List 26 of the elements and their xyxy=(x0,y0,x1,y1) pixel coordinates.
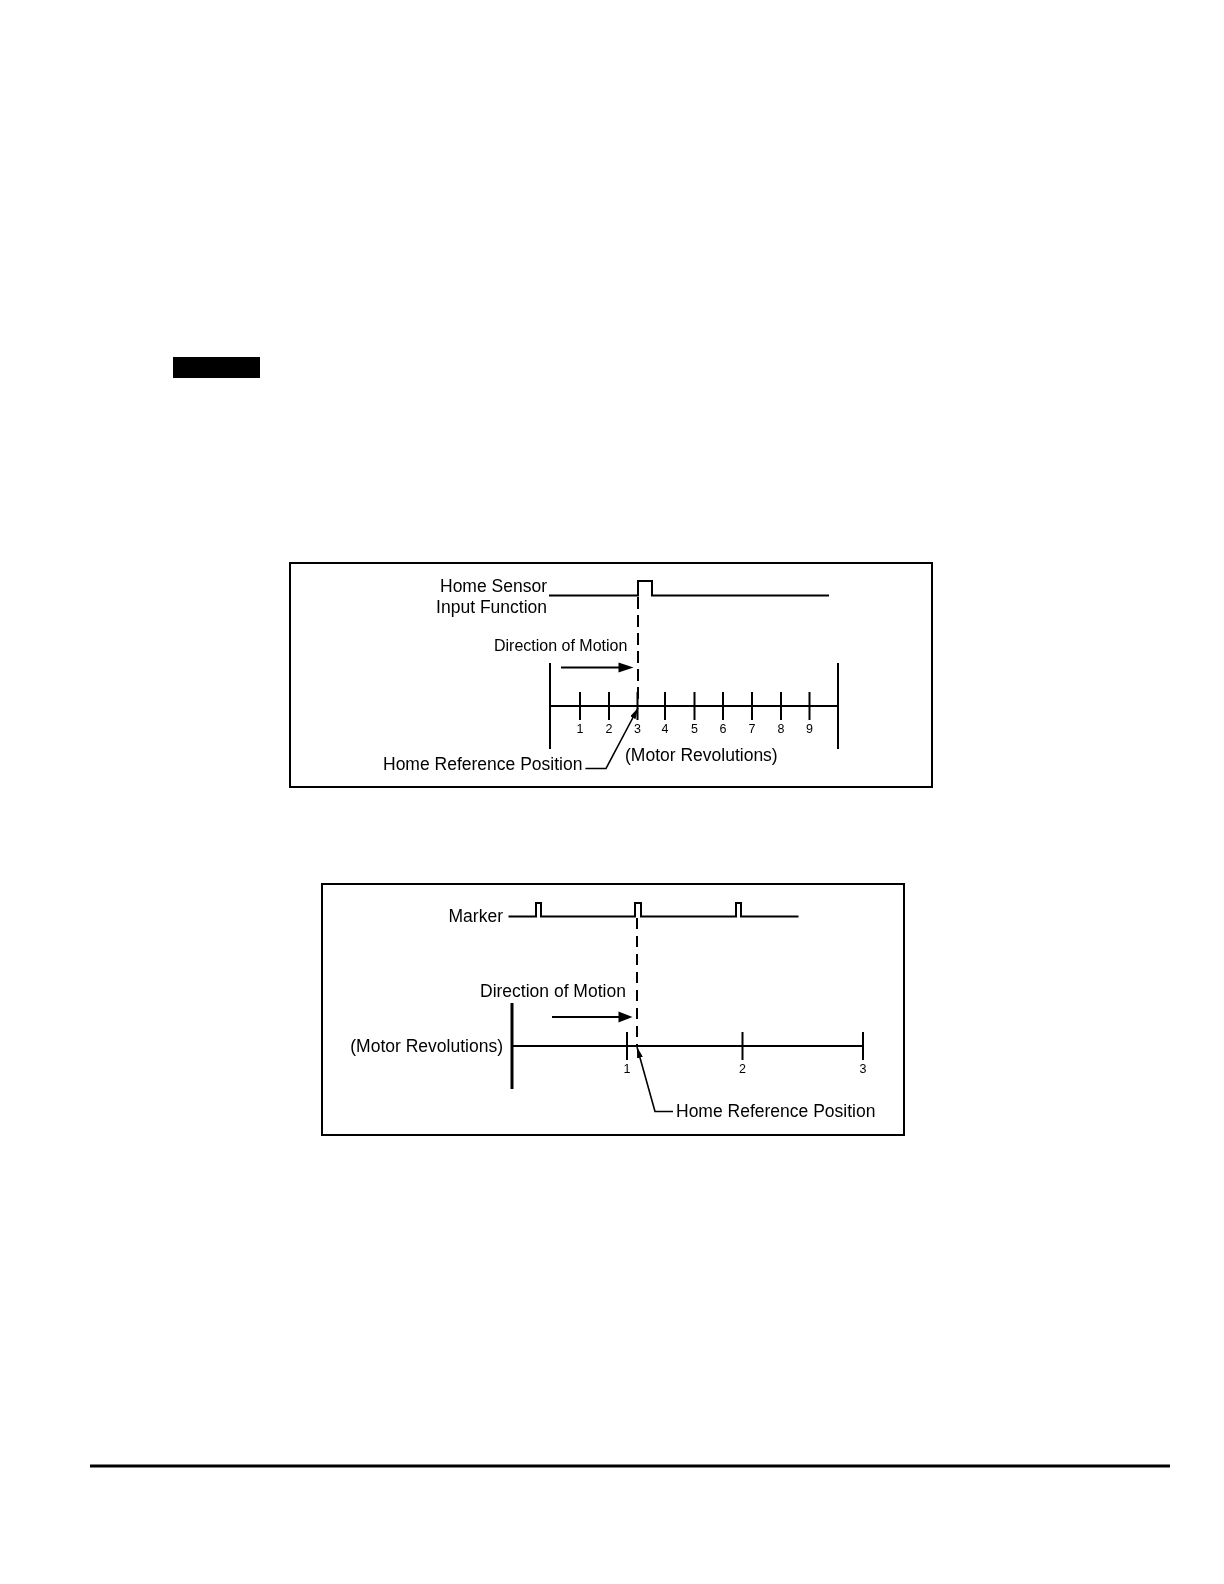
leader-line xyxy=(636,1046,674,1113)
figure-frame xyxy=(321,883,905,1136)
dashed-reference-line xyxy=(635,918,639,1046)
tick-label: 8 xyxy=(777,721,785,737)
figure-frame xyxy=(289,562,933,788)
section-tab xyxy=(173,357,260,378)
direction-label: Direction of Motion xyxy=(480,981,626,1002)
tick-label: 2 xyxy=(739,1062,746,1077)
tick-label: 3 xyxy=(859,1062,867,1077)
tick-label: 1 xyxy=(623,1062,631,1077)
tick-label: 5 xyxy=(691,721,698,737)
callout-text: Home Reference Position xyxy=(383,754,583,775)
leader-line xyxy=(584,707,639,770)
callout-text: Home Reference Position xyxy=(676,1101,876,1122)
tick-label: 7 xyxy=(748,721,756,737)
axis-label: (Motor Revolutions) xyxy=(350,1036,503,1057)
signal-label: Home Sensor Input Function xyxy=(435,575,547,618)
signal-label: Marker xyxy=(448,906,503,927)
tick-label: 4 xyxy=(661,721,669,737)
tick-label: 9 xyxy=(806,721,813,737)
axis-label: (Motor Revolutions) xyxy=(625,745,778,766)
tick-label: 3 xyxy=(634,721,641,737)
tick-label: 6 xyxy=(719,721,727,737)
tick-label: 1 xyxy=(576,721,584,737)
tick-label: 2 xyxy=(605,721,613,737)
direction-label: Direction of Motion xyxy=(494,636,628,656)
